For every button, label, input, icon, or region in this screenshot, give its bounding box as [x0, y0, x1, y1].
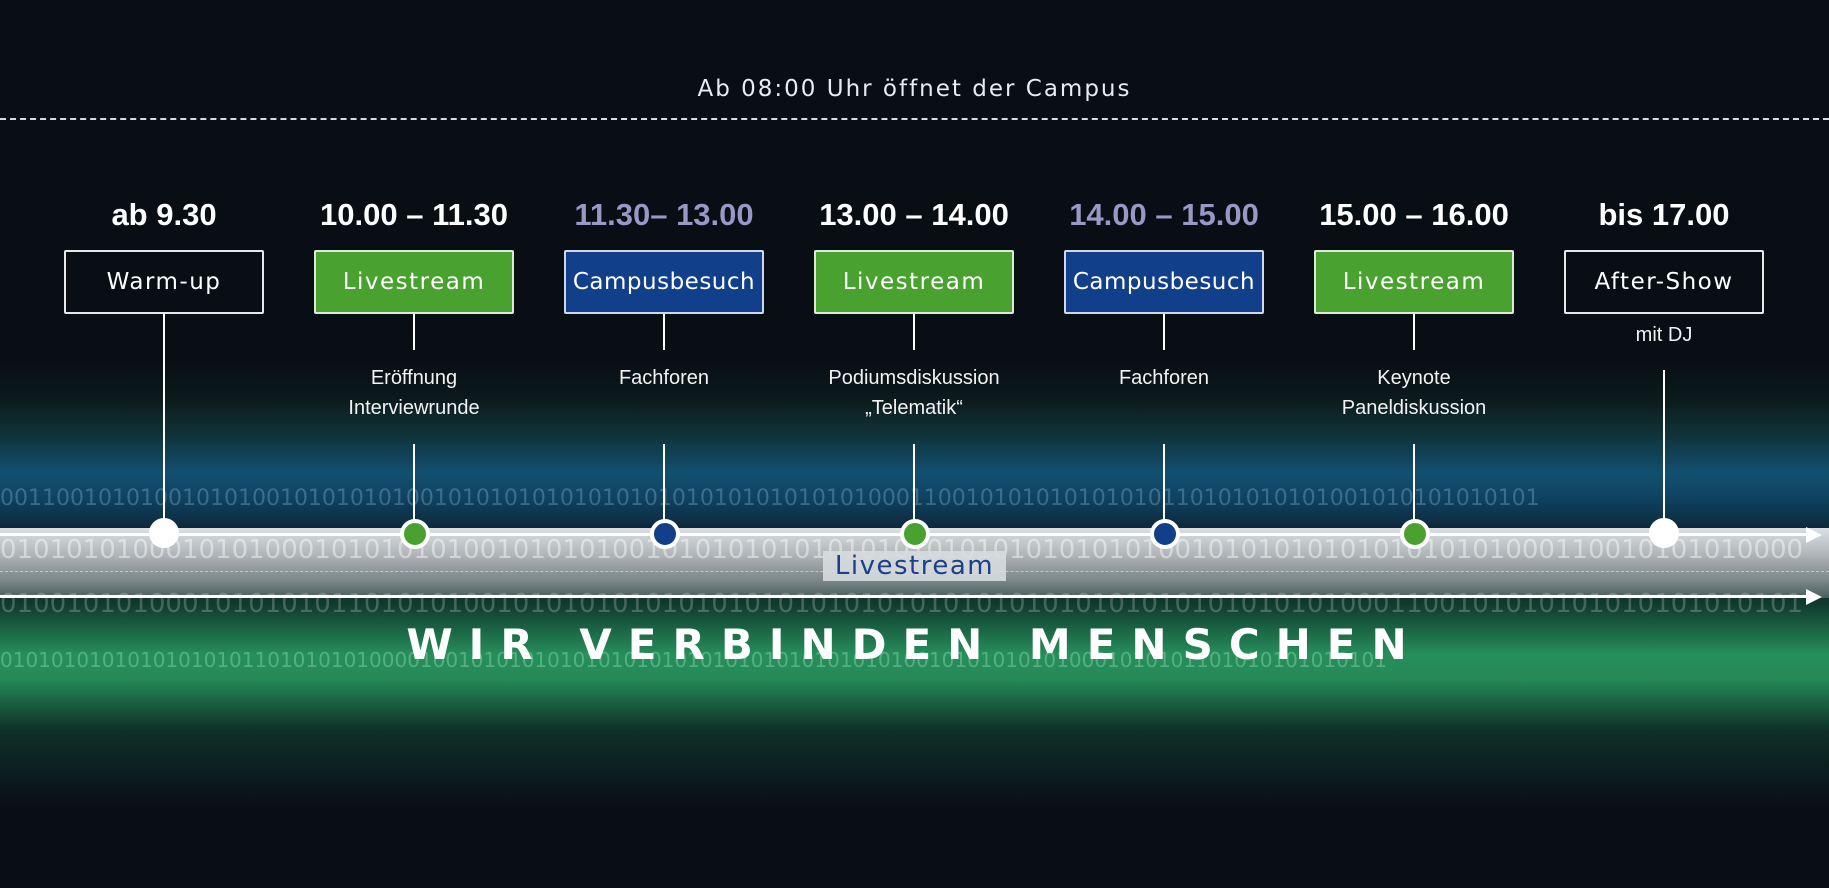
connector-line: [1413, 314, 1415, 350]
connector-line: [913, 314, 915, 350]
slot-description-line: Fachforen: [1118, 367, 1210, 389]
connector-line: [1413, 444, 1415, 520]
slot-description-line: Podiumsdiskussion: [828, 367, 1000, 389]
connector-line: [1163, 444, 1165, 520]
campus-opening-note: Ab 08:00 Uhr öffnet der Campus: [697, 76, 1132, 102]
slot-time: 10.00 – 11.30: [320, 197, 508, 232]
slot-green-box: Livestream: [314, 250, 514, 314]
slot-description-line: Paneldiskussion: [1341, 397, 1487, 419]
timeline-dot: [650, 519, 680, 549]
connector-line: [663, 444, 665, 520]
header-divider: [0, 118, 1829, 120]
slot-description: Podiumsdiskussion „Telematik“: [784, 363, 1044, 423]
slot-description-line: mit DJ: [1635, 324, 1693, 346]
connector-line: [413, 314, 415, 350]
slot-description: mit DJ: [1534, 320, 1794, 350]
tagline: WIR VERBINDEN MENSCHEN: [406, 620, 1423, 669]
livestream-band-text: Livestream: [822, 551, 1007, 581]
connector-line: [1163, 314, 1165, 350]
slot-description: Fachforen: [1034, 363, 1294, 393]
slot-time: 15.00 – 16.00: [1319, 197, 1509, 232]
livestream-arrow-icon: [1806, 589, 1822, 605]
timeline-dot: [400, 519, 430, 549]
slot-green-box: Livestream: [1314, 250, 1514, 314]
slot-description-line: Keynote: [1377, 367, 1451, 389]
slot-green-box: Livestream: [814, 250, 1014, 314]
green-glow-band: [0, 560, 1829, 810]
livestream-band-label: Livestream: [0, 551, 1829, 581]
timeline-dot: [1649, 518, 1679, 548]
connector-line: [663, 314, 665, 350]
connector-line: [913, 444, 915, 520]
slot-description-line: Fachforen: [618, 367, 710, 389]
slot-dark-box: After-Show: [1564, 250, 1764, 314]
slot-blue-box: Campusbesuch: [1064, 250, 1264, 314]
connector-line: [413, 444, 415, 520]
slot-description: Fachforen: [534, 363, 794, 393]
slot-time: 13.00 – 14.00: [819, 197, 1009, 232]
timeline-dot: [1150, 519, 1180, 549]
timeline-arrow-icon: [1806, 527, 1822, 543]
binary-pattern-row: 0101010101010101010110101010100001001010…: [0, 648, 1387, 672]
timeline-dot: [1400, 519, 1430, 549]
timeline-dot: [149, 518, 179, 548]
slot-dark-box: Warm-up: [64, 250, 264, 314]
binary-pattern-row: 0011001010100101010010101010100101010101…: [0, 486, 1540, 511]
connector-line: [163, 314, 165, 519]
slot-blue-box: Campusbesuch: [564, 250, 764, 314]
livestream-axis: [0, 595, 1806, 598]
slot-time: 14.00 – 15.00: [1069, 197, 1259, 232]
binary-pattern-row: 0100101010001010101011010101001010101010…: [0, 589, 1804, 619]
slot-description-line: „Telematik“: [865, 397, 963, 419]
slot-description-line: Interviewrunde: [348, 397, 480, 419]
slot-time: ab 9.30: [111, 197, 217, 232]
slot-description-line: Eröffnung: [370, 367, 458, 389]
connector-line: [1663, 370, 1665, 520]
slot-time: bis 17.00: [1598, 197, 1730, 232]
timeline-dot: [900, 519, 930, 549]
slot-time: 11.30– 13.00: [574, 197, 754, 232]
